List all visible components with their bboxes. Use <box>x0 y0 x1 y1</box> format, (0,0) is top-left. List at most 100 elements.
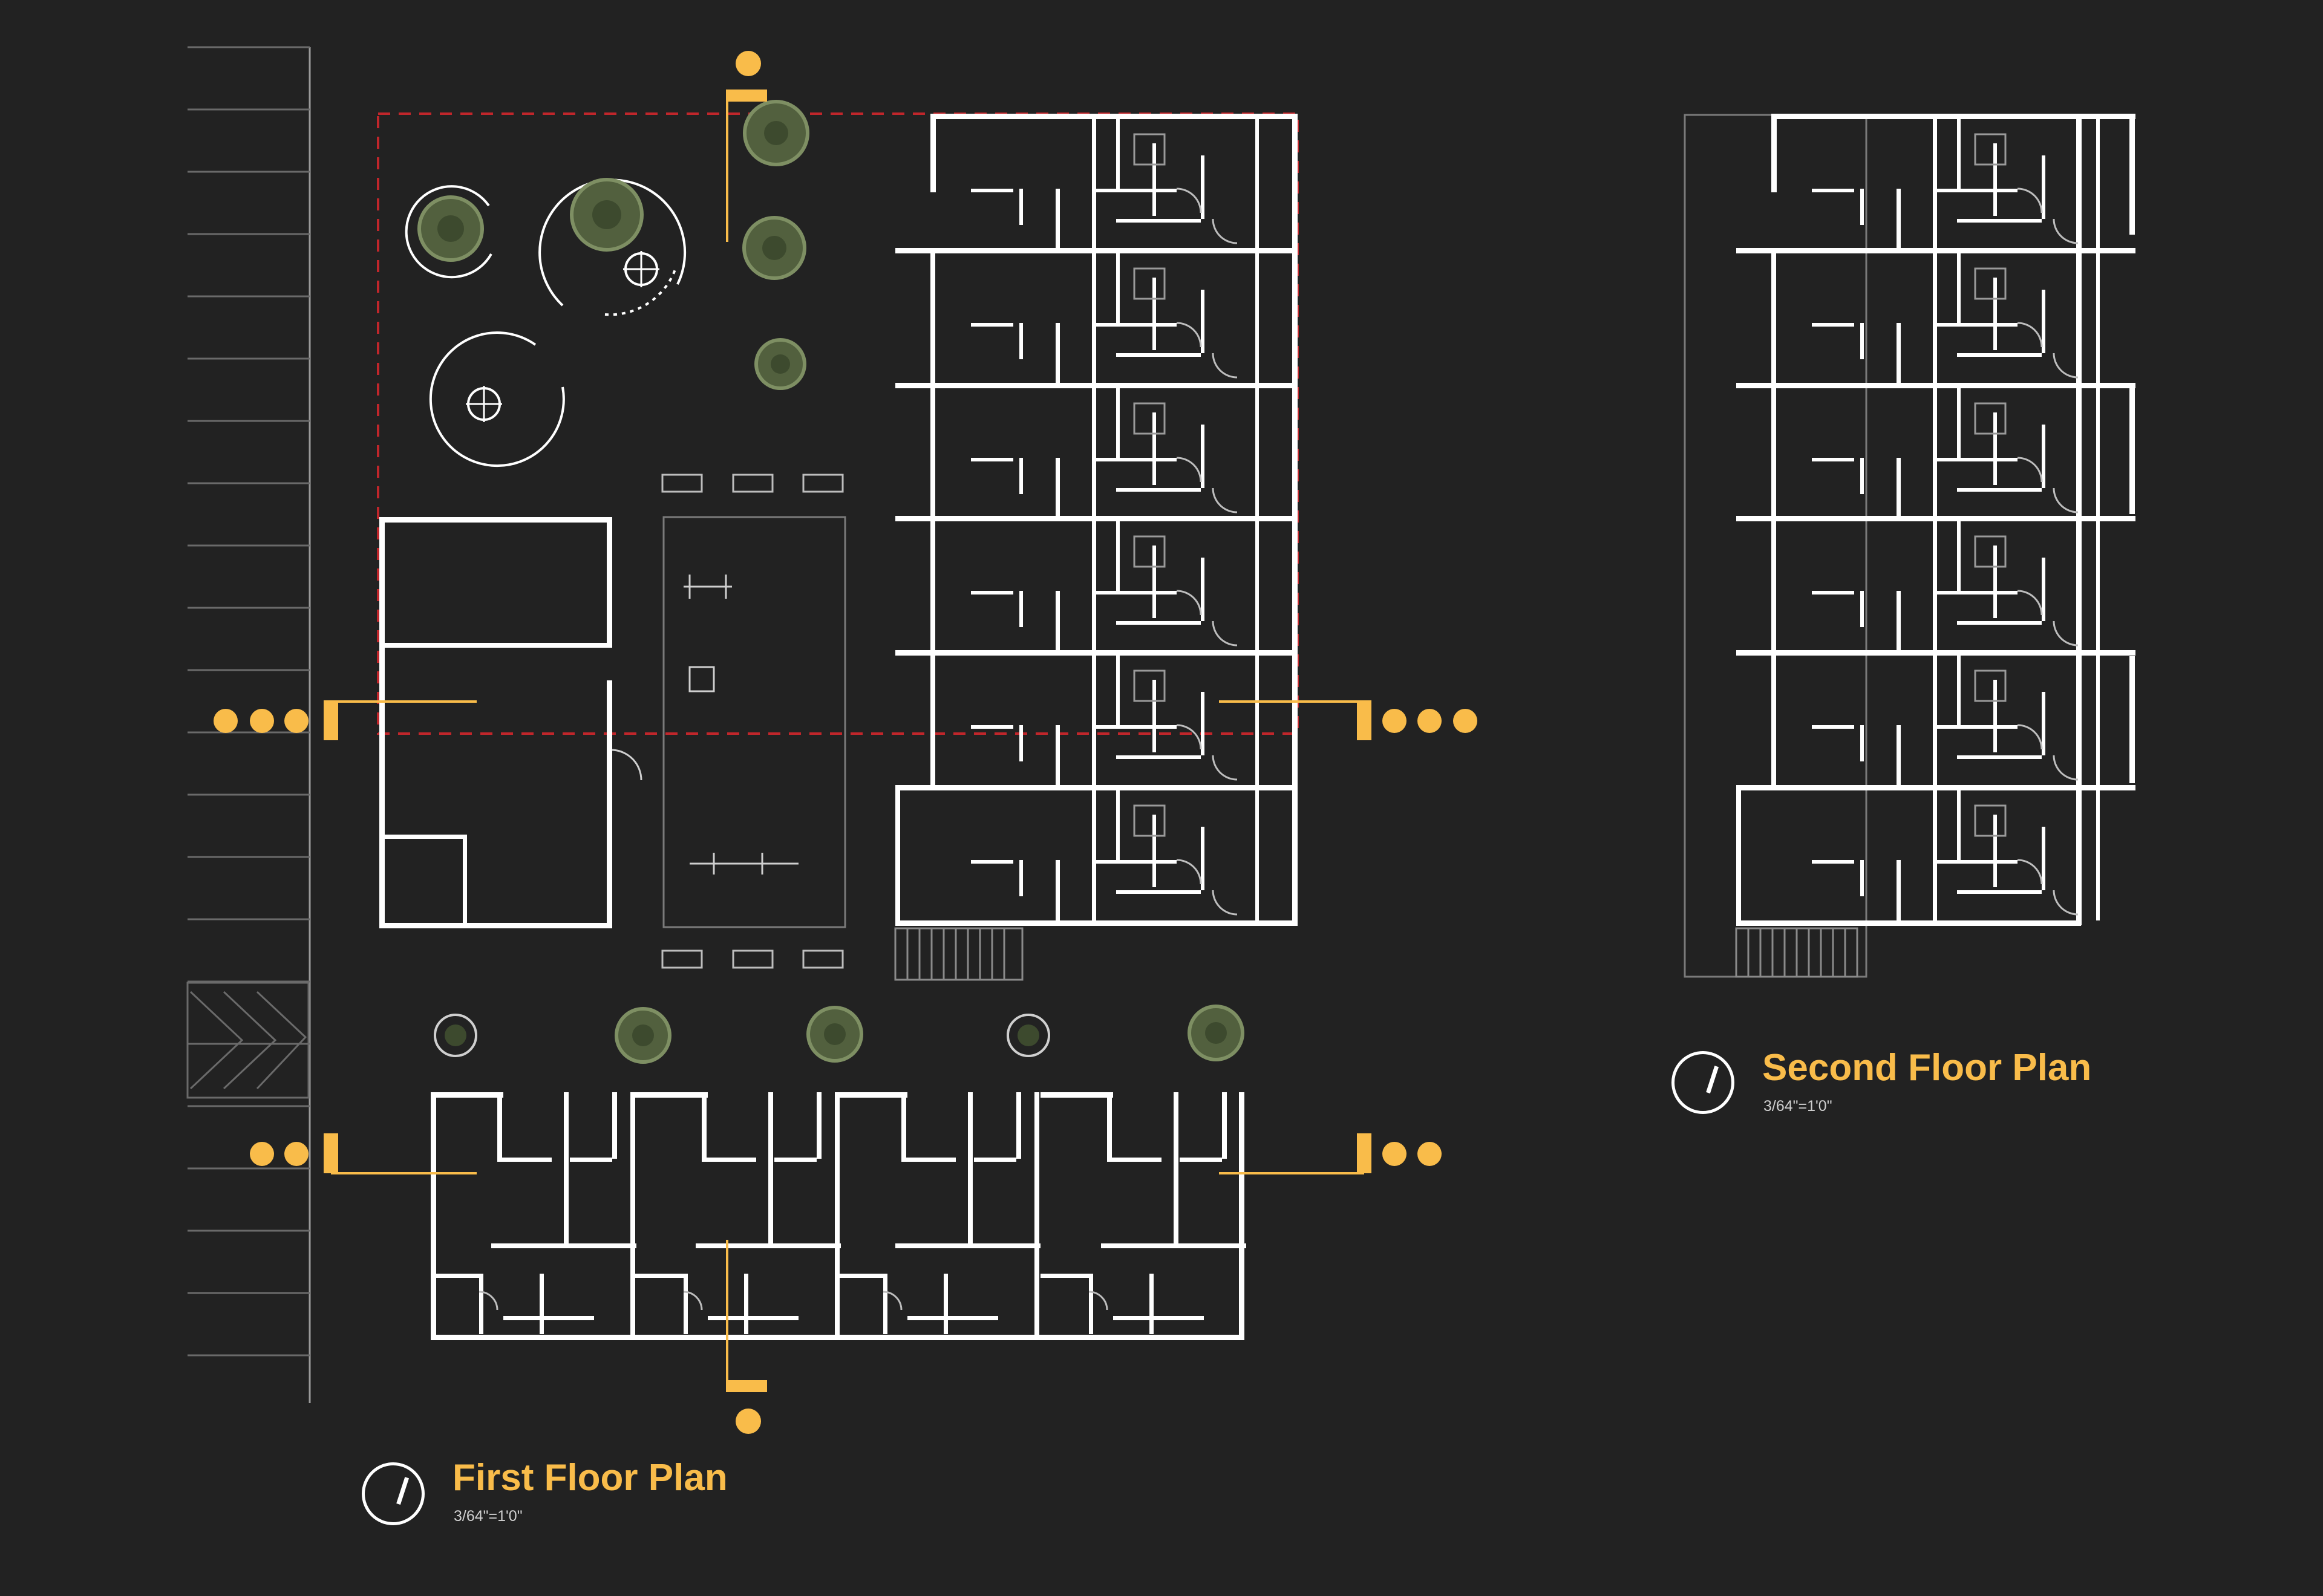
interior-wall <box>1116 488 1201 492</box>
interior-wall <box>1993 680 1997 752</box>
courtyard-landscape <box>405 100 1244 1064</box>
interior-wall <box>1056 725 1060 786</box>
fixture-outline <box>1133 133 1166 166</box>
interior-wall <box>1222 1092 1227 1159</box>
door-swing <box>2053 755 2079 781</box>
interior-wall <box>630 1092 635 1340</box>
door-swing <box>2017 724 2043 750</box>
interior-wall <box>1180 1158 1222 1162</box>
interior-wall <box>1116 521 1120 591</box>
interior-wall <box>1993 278 1997 350</box>
door-swing <box>1176 322 1202 348</box>
interior-wall <box>1933 119 1937 249</box>
interior-wall <box>491 1243 636 1248</box>
door-swing <box>1212 218 1238 244</box>
fixture-outline <box>1133 669 1166 702</box>
interior-wall <box>2096 388 2100 518</box>
interior-wall <box>1255 656 1259 786</box>
interior-wall <box>1092 790 1096 920</box>
interior-wall <box>2096 790 2100 920</box>
interior-wall <box>696 1243 841 1248</box>
interior-wall <box>1201 827 1204 890</box>
interior-wall <box>1993 143 1997 216</box>
interior-wall <box>1255 388 1259 518</box>
interior-wall <box>1957 755 2042 759</box>
interior-wall <box>497 1158 552 1162</box>
bench-icon <box>661 949 703 969</box>
tree-icon <box>806 1006 863 1063</box>
section-marker-east-lower <box>1219 1133 1442 1174</box>
section-marker-west-lower <box>250 1133 477 1174</box>
interior-wall <box>1152 680 1156 752</box>
door-swing <box>1212 890 1238 916</box>
interior-wall <box>974 1158 1016 1162</box>
door-swing <box>1176 590 1202 616</box>
interior-wall <box>1056 458 1060 518</box>
interior-wall <box>1019 458 1023 494</box>
fixture-outline <box>1974 535 2007 568</box>
interior-wall <box>1201 692 1204 755</box>
interior-wall <box>1812 725 1854 729</box>
interior-wall <box>971 860 1013 864</box>
interior-wall <box>1860 725 1864 761</box>
interior-wall <box>540 1274 544 1334</box>
interior-wall <box>1056 860 1060 920</box>
tree-icon <box>743 100 809 166</box>
interior-wall <box>1116 353 1201 357</box>
interior-wall <box>1812 323 1854 327</box>
interior-wall <box>901 1092 906 1159</box>
door-swing <box>1176 859 1202 885</box>
interior-wall <box>1019 860 1023 896</box>
interior-wall <box>1957 656 1961 725</box>
interior-wall <box>1933 189 2018 192</box>
second-floor-scale: 3/64"=1'0" <box>1763 1098 1832 1115</box>
interior-wall <box>907 1316 998 1320</box>
interior-wall <box>1092 591 1177 594</box>
interior-wall <box>1201 425 1204 488</box>
interior-wall <box>1092 860 1177 864</box>
interior-wall <box>1897 860 1901 920</box>
first-floor-east-block <box>894 114 1298 981</box>
interior-wall <box>503 1316 594 1320</box>
interior-wall <box>1255 119 1259 249</box>
interior-wall <box>1056 189 1060 249</box>
door-swing <box>2053 353 2079 379</box>
fixture-outline <box>1974 804 2007 837</box>
interior-wall <box>1149 1274 1154 1334</box>
interior-wall <box>1041 1274 1089 1278</box>
interior-wall <box>1957 790 1961 860</box>
fixture-outline <box>1974 133 2007 166</box>
interior-wall <box>1092 189 1177 192</box>
interior-wall <box>971 458 1013 461</box>
door-swing <box>1212 620 1238 647</box>
interior-wall <box>768 1092 773 1243</box>
interior-wall <box>479 1274 483 1334</box>
interior-wall <box>2042 827 2045 890</box>
interior-wall <box>1933 388 1937 518</box>
interior-wall <box>835 1092 840 1340</box>
interior-wall <box>2042 155 2045 219</box>
interior-wall <box>1201 290 1204 353</box>
interior-wall <box>1152 815 1156 887</box>
interior-wall <box>971 189 1013 192</box>
planter-circle-seating <box>429 331 565 467</box>
fixture-outline <box>1133 402 1166 435</box>
interior-wall <box>1116 253 1120 323</box>
door-swing <box>2053 218 2079 244</box>
interior-wall <box>570 1158 612 1162</box>
interior-wall <box>1019 323 1023 359</box>
tree-icon <box>434 1014 477 1057</box>
interior-wall <box>835 1274 883 1278</box>
interior-wall <box>1092 458 1177 461</box>
interior-wall <box>1092 521 1096 651</box>
interior-wall <box>702 1158 756 1162</box>
interior-wall <box>744 1274 748 1334</box>
interior-wall <box>1116 755 1201 759</box>
interior-wall <box>1957 890 2042 894</box>
interior-wall <box>2042 692 2045 755</box>
interior-wall <box>612 1092 617 1159</box>
interior-wall <box>1933 860 2018 864</box>
door-swing <box>2017 590 2043 616</box>
interior-wall <box>1116 119 1120 189</box>
